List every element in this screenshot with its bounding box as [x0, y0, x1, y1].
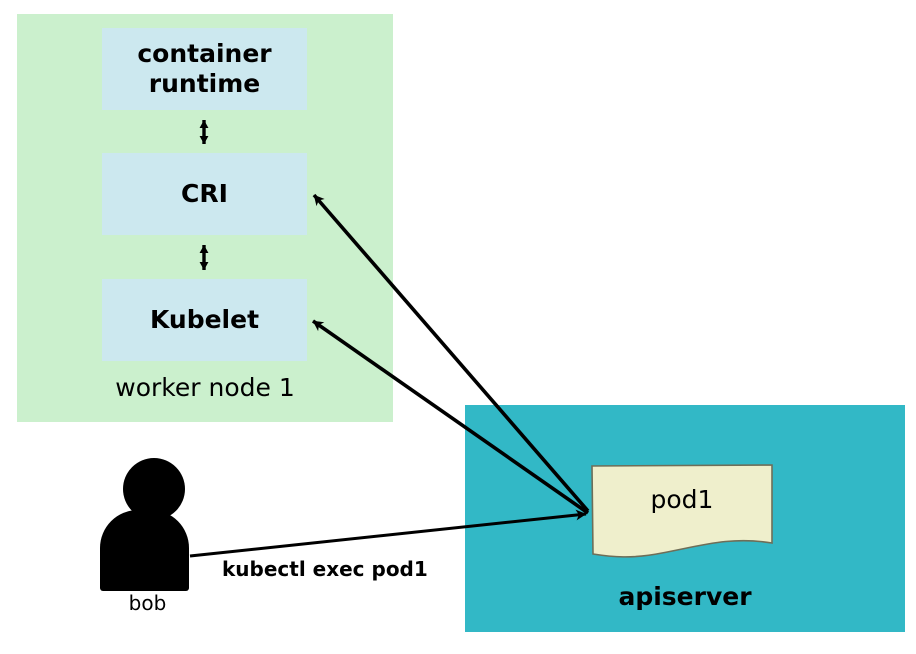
component-box-cri[interactable]: CRI [102, 153, 307, 235]
component-box-label: CRI [181, 178, 228, 208]
actor-person-icon[interactable] [100, 458, 195, 591]
actor-body-icon [100, 510, 189, 591]
connector-pod-to-kubelet [311, 319, 590, 515]
connector-pod-to-cri [312, 193, 590, 513]
actor-head-icon [123, 458, 185, 520]
pod-shape[interactable] [591, 464, 773, 558]
component-box-label: container runtime [137, 38, 272, 99]
component-box-kubelet[interactable]: Kubelet [102, 279, 307, 361]
connector-bob-to-pod [189, 509, 587, 558]
component-box-container-runtime[interactable]: container runtime [102, 28, 307, 110]
component-box-label: Kubelet [149, 304, 260, 334]
